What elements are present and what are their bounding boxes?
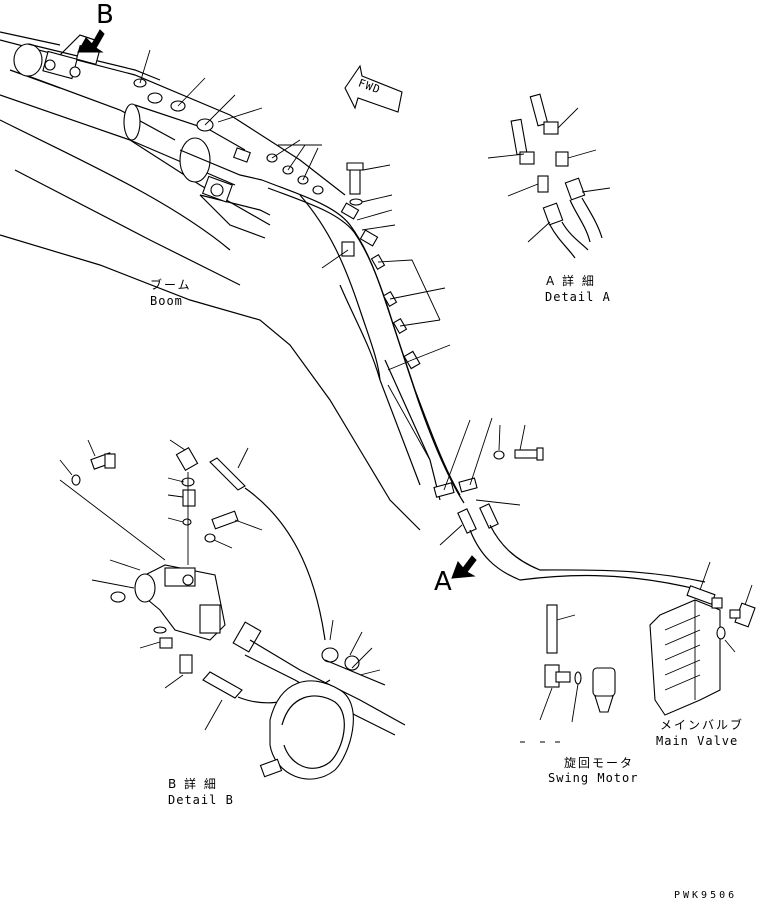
swing-motor-label-jp: 旋回モータ bbox=[564, 756, 635, 770]
leader-lines-top bbox=[139, 49, 322, 181]
view-b-marker: B bbox=[96, 0, 114, 30]
detail-a-drawing bbox=[487, 93, 611, 259]
detail-b-label-en: Detail B bbox=[168, 793, 234, 807]
swing-motor-assembly bbox=[520, 604, 616, 743]
detail-a-label-jp: A 詳 細 bbox=[546, 274, 596, 288]
boom-label-jp: ブーム bbox=[150, 278, 192, 292]
main-valve-label-en: Main Valve bbox=[656, 734, 739, 748]
boom-cylinder bbox=[0, 31, 271, 239]
view-a-marker: A bbox=[434, 567, 452, 597]
detail-b-label-jp: B 詳 細 bbox=[168, 777, 218, 791]
main-valve-assembly bbox=[649, 561, 756, 716]
main-valve-label-jp: メインバルブ bbox=[660, 718, 745, 732]
detail-b-drawing bbox=[59, 439, 406, 780]
view-arrow-b-icon bbox=[77, 29, 105, 53]
boom-label-en: Boom bbox=[150, 294, 183, 308]
detail-a-label-en: Detail A bbox=[545, 290, 611, 304]
view-arrow-a-icon bbox=[451, 555, 477, 579]
pipe-route bbox=[261, 162, 706, 591]
swing-motor-label-en: Swing Motor bbox=[548, 771, 639, 785]
drawing-code: PWK9506 bbox=[674, 890, 738, 901]
fwd-arrow-icon bbox=[344, 64, 403, 113]
boom-outline bbox=[0, 39, 441, 531]
